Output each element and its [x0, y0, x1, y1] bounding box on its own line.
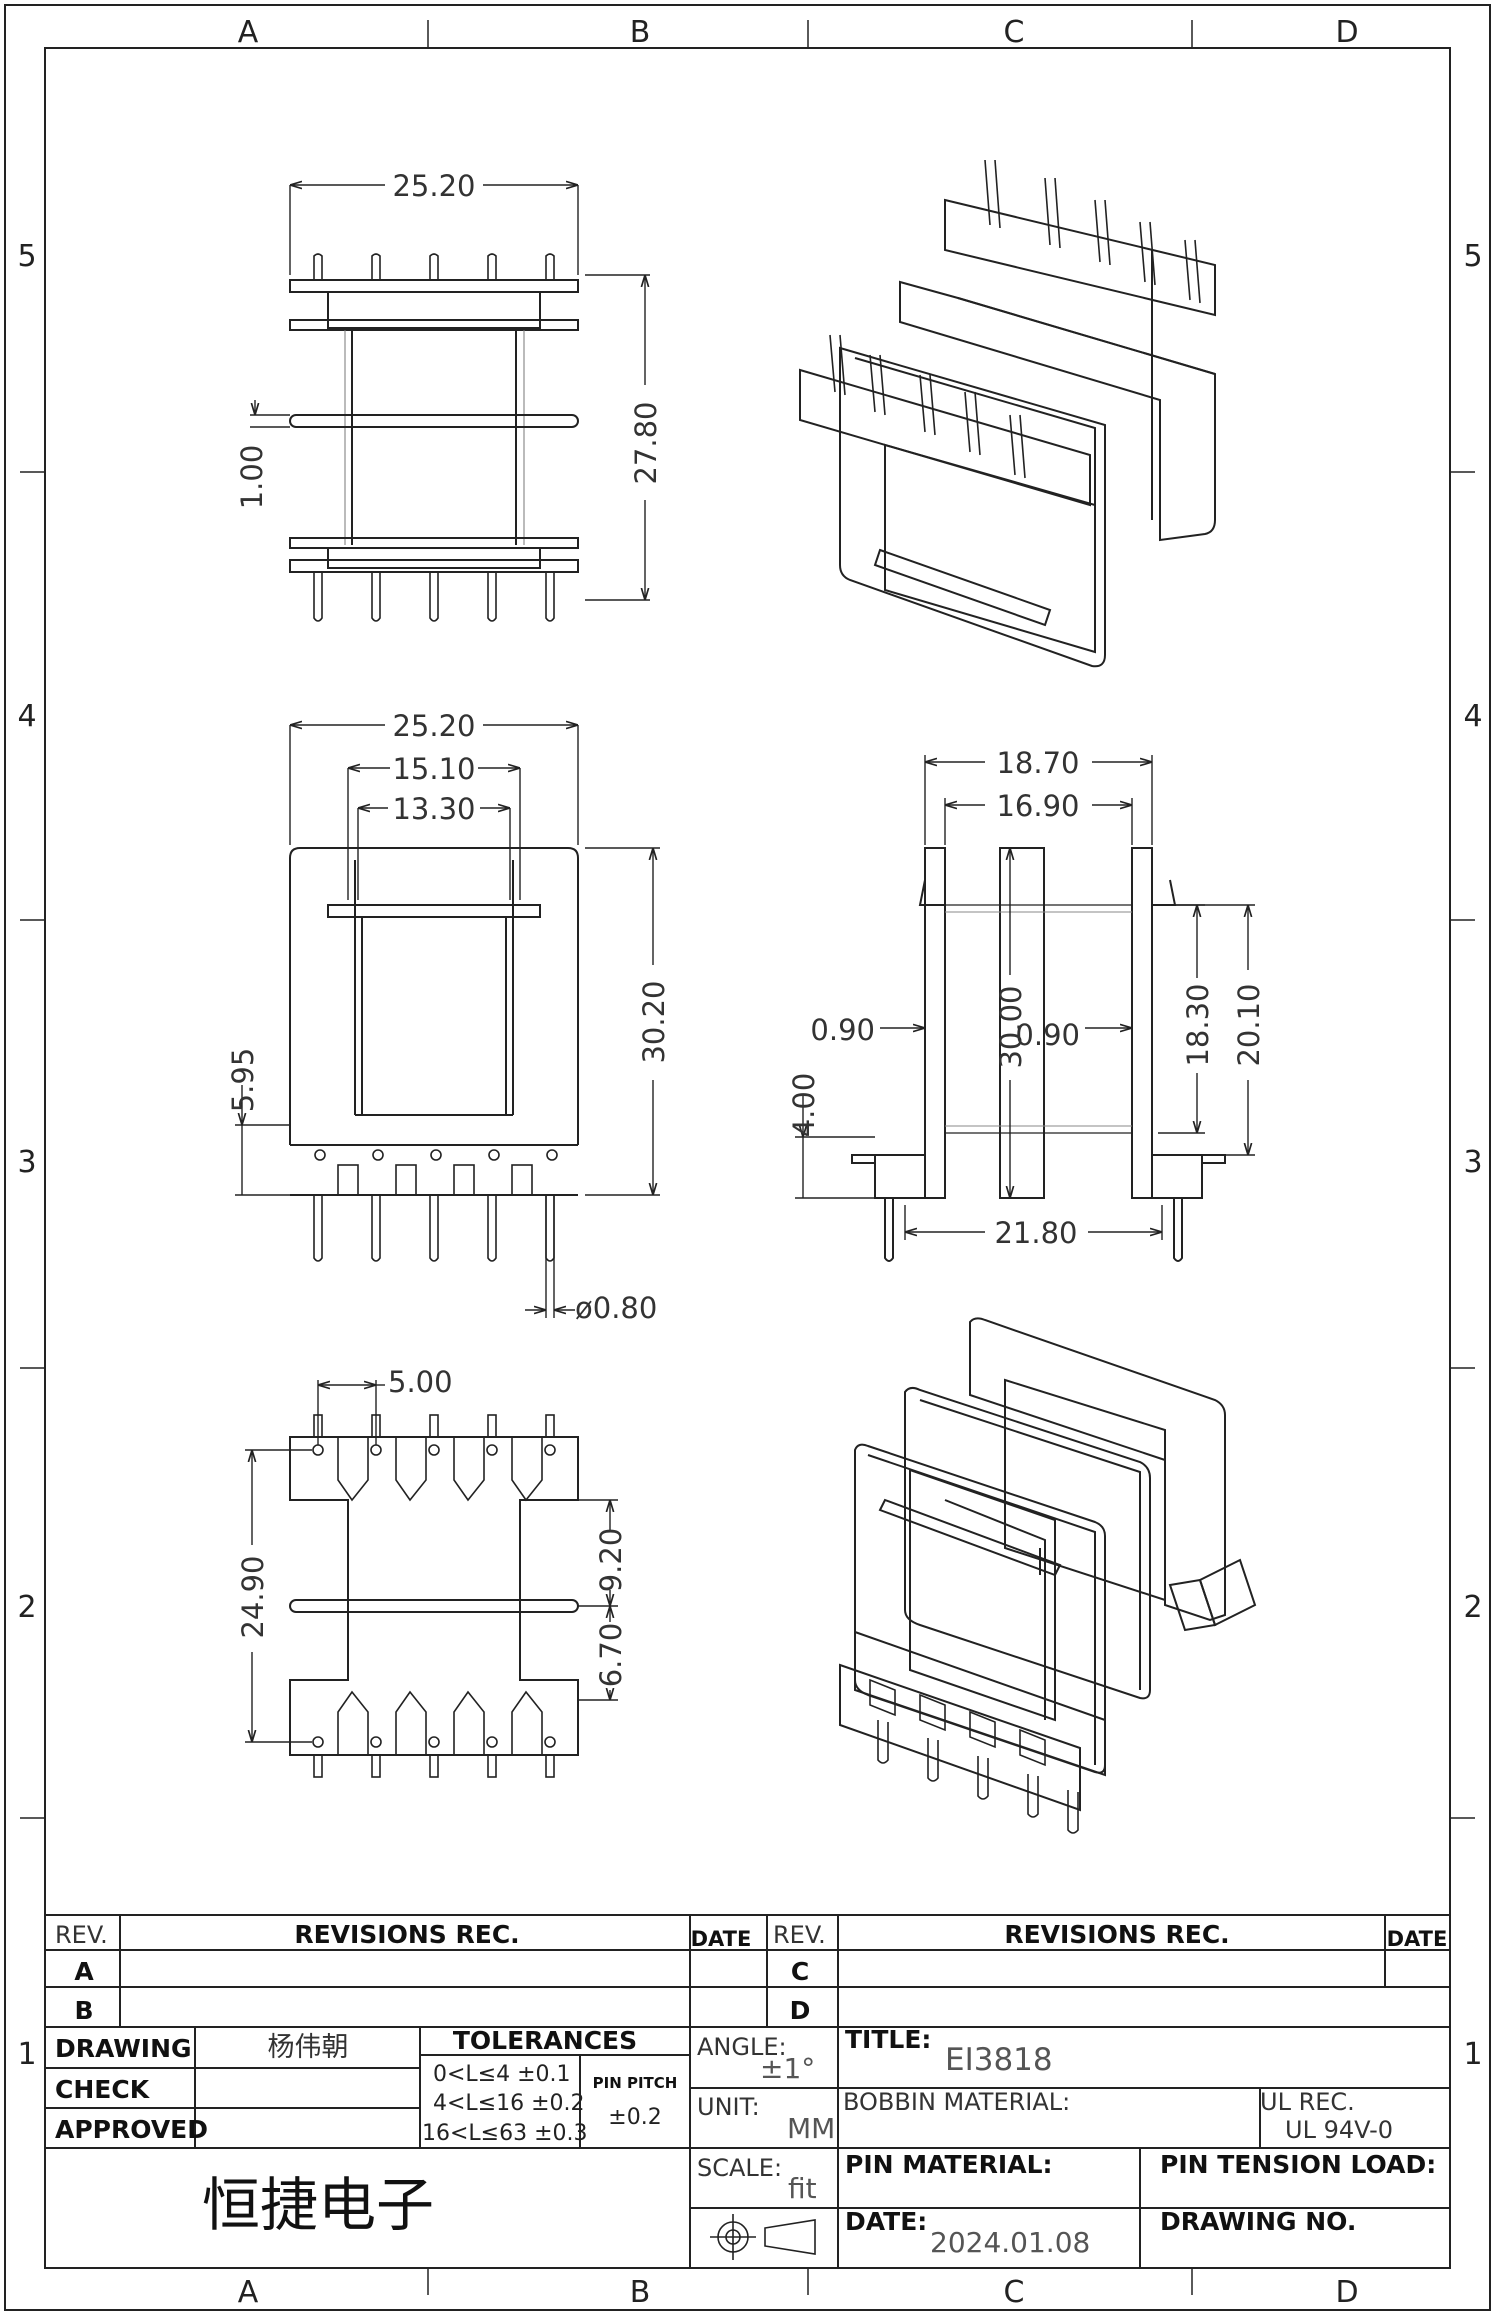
dim-side-window: 18.30 — [1181, 983, 1215, 1066]
pin-tension-label: PIN TENSION LOAD: — [1160, 2150, 1436, 2179]
row-label-left: 2 — [17, 1590, 36, 1625]
dim-side-inner: 16.90 — [996, 789, 1079, 823]
row-label-right: 3 — [1463, 1145, 1482, 1180]
pin-material-label: PIN MATERIAL: — [845, 2150, 1053, 2179]
bobbin-material-label: BOBBIN MATERIAL: — [843, 2088, 1070, 2116]
row-label-left: 3 — [17, 1145, 36, 1180]
dim-side-total: 20.10 — [1232, 983, 1266, 1066]
tolerance-3: 16<L≤63 ±0.3 — [422, 2121, 588, 2146]
approved-label: APPROVED — [55, 2115, 208, 2144]
company-name: 恒捷电子 — [202, 2171, 434, 2239]
check-label: CHECK — [55, 2075, 151, 2104]
dim-bottom-pitch: 5.00 — [388, 1365, 453, 1399]
angle-value: ±1° — [760, 2052, 815, 2085]
row-label-right: 1 — [1463, 2037, 1482, 2072]
front-view-dims — [235, 725, 660, 1318]
row-label-right: 2 — [1463, 1590, 1482, 1625]
drawing-name: 杨伟朝 — [268, 2032, 349, 2063]
dim-top-height: 27.80 — [629, 401, 663, 484]
row-label-left: 4 — [17, 699, 36, 734]
col-label-bottom: A — [238, 2275, 259, 2310]
projection-symbol — [710, 2214, 816, 2260]
col-label-top: B — [630, 15, 651, 50]
side-view — [851, 847, 1226, 1262]
bottom-view — [289, 1414, 579, 1778]
row-label-right: 4 — [1463, 699, 1482, 734]
unit-label: UNIT: — [697, 2093, 760, 2121]
dim-top-width: 25.20 — [392, 169, 475, 203]
pin-pitch-label: PIN PITCH — [593, 2074, 678, 2092]
revisions-header-right: REVISIONS REC. — [1004, 1920, 1229, 1949]
outer-border — [4, 4, 1491, 2311]
dim-side-wall-left: 0.90 — [810, 1013, 875, 1047]
dim-front-window-inner: 13.30 — [392, 792, 475, 826]
rev-header-left: REV. — [55, 1921, 108, 1949]
bottom-view-dims — [245, 1380, 618, 1743]
rev-a: A — [74, 1957, 94, 1986]
front-view — [289, 847, 579, 1262]
row-label-left: 5 — [17, 239, 36, 274]
dim-bottom-upper: 9.20 — [594, 1528, 628, 1593]
scale-label: SCALE: — [697, 2154, 782, 2182]
col-label-bottom: B — [630, 2275, 651, 2310]
rev-d: D — [790, 1996, 811, 2025]
dim-bottom-lower: 6.70 — [594, 1623, 628, 1688]
date-header-right: DATE — [1387, 1927, 1448, 1951]
dim-front-base: 5.95 — [226, 1048, 260, 1113]
dim-side-wall-right: 0.90 — [1015, 1018, 1080, 1052]
tolerance-1: 0<L≤4 ±0.1 — [433, 2062, 571, 2087]
date-value: 2024.01.08 — [930, 2226, 1090, 2259]
dim-front-pin-dia: ø0.80 — [575, 1291, 657, 1325]
drawing-border — [44, 47, 1451, 2269]
rev-c: C — [791, 1957, 809, 1986]
date-header-left: DATE — [691, 1927, 752, 1951]
ul-rec-label: UL REC. — [1260, 2088, 1355, 2116]
top-view-dims — [250, 185, 650, 601]
date-label: DATE: — [845, 2207, 927, 2236]
grid-labels: A B C D A B C D 5 4 3 2 1 5 4 3 2 1 — [17, 15, 1482, 2310]
col-label-top: A — [238, 15, 259, 50]
pin-pitch-value: ±0.2 — [608, 2105, 661, 2130]
row-label-left: 1 — [17, 2037, 36, 2072]
scale-value: fit — [788, 2172, 817, 2205]
title-block — [45, 1914, 1450, 2268]
unit-value: MM — [787, 2112, 835, 2145]
dim-top-flange: 1.00 — [235, 445, 269, 510]
title-value: EI3818 — [945, 2042, 1053, 2078]
rev-b: B — [74, 1996, 93, 2025]
drawing-label: DRAWING — [55, 2034, 192, 2063]
tolerances-label: TOLERANCES — [453, 2026, 637, 2055]
dim-side-core: 30.00 — [994, 985, 1028, 1068]
isometric-view-lower — [839, 1317, 1257, 1834]
col-label-bottom: C — [1004, 2275, 1025, 2310]
row-label-right: 5 — [1463, 239, 1482, 274]
angle-label: ANGLE: — [697, 2033, 787, 2061]
col-label-top: D — [1335, 15, 1358, 50]
dim-bottom-row-span: 24.90 — [236, 1555, 270, 1638]
dim-front-width: 25.20 — [392, 709, 475, 743]
col-label-top: C — [1004, 15, 1025, 50]
dim-side-base: 4.00 — [787, 1073, 821, 1138]
dim-front-window-outer: 15.10 — [392, 752, 475, 786]
ul-rec-value: UL 94V-0 — [1285, 2116, 1393, 2144]
top-view — [289, 253, 579, 622]
rev-header-right: REV. — [773, 1921, 826, 1949]
dim-front-height: 30.20 — [637, 980, 671, 1063]
dim-side-pin-span: 21.80 — [994, 1216, 1077, 1250]
revisions-header-left: REVISIONS REC. — [294, 1920, 519, 1949]
side-view-dims — [795, 755, 1255, 1240]
title-label: TITLE: — [845, 2025, 931, 2054]
drawing-no-label: DRAWING NO. — [1160, 2207, 1356, 2236]
dim-side-outer: 18.70 — [996, 746, 1079, 780]
tolerance-2: 4<L≤16 ±0.2 — [433, 2091, 585, 2116]
grid-ticks — [20, 20, 1475, 2295]
isometric-view-upper — [799, 159, 1216, 668]
col-label-bottom: D — [1335, 2275, 1358, 2310]
